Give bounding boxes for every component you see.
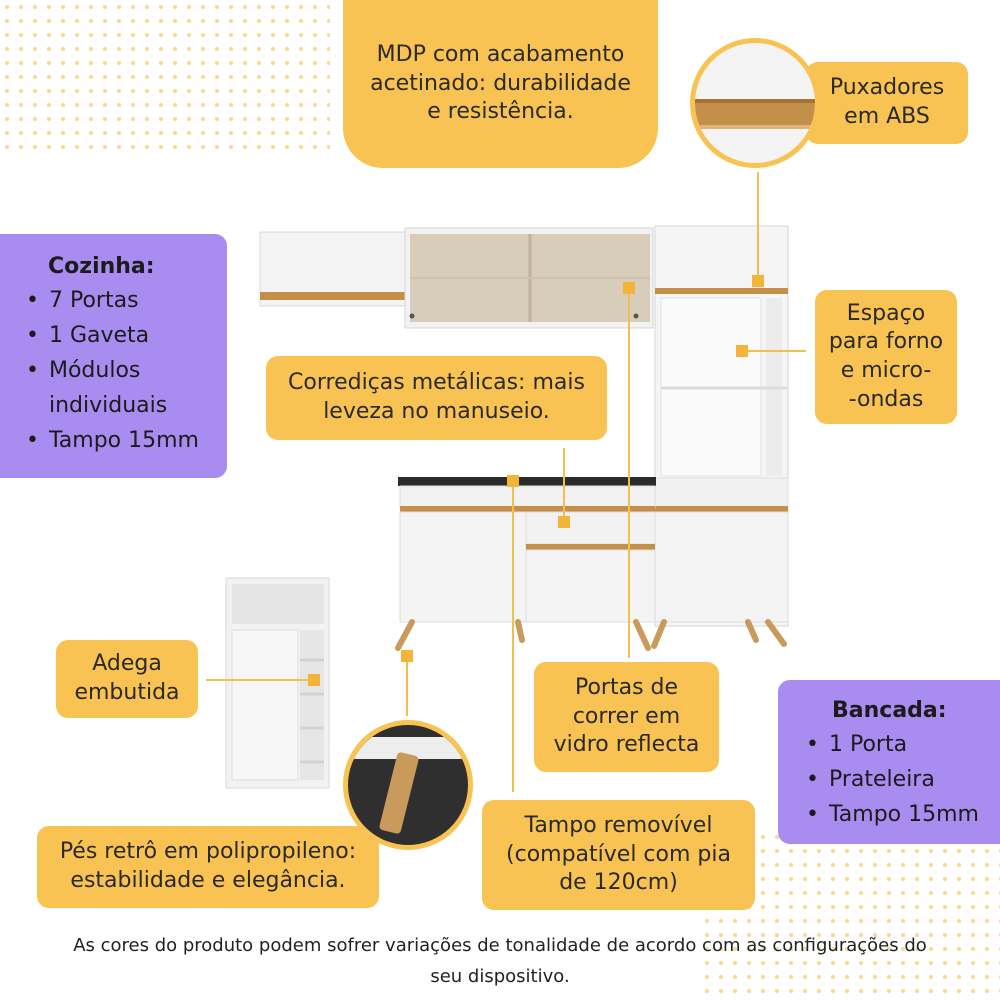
callout-pes-retro: Pés retrô em polipropileno: estabilidade… — [37, 826, 379, 908]
upper-cabinet-left — [259, 231, 406, 307]
marker-corredicas — [558, 516, 570, 528]
callout-adega: Adega embutida — [56, 640, 198, 718]
marker-adega — [308, 674, 320, 686]
footer-note: As cores do produto podem sofrer variaçõ… — [73, 935, 927, 987]
connector-tampo — [512, 480, 514, 792]
spec-bancada-item: 1 Porta — [806, 727, 986, 762]
marker-pes — [401, 650, 413, 662]
spec-cozinha-title: Cozinha: — [48, 254, 155, 279]
leg-wood — [378, 751, 420, 835]
handle-strip — [695, 99, 815, 129]
spec-bancada: Bancada: 1 Porta Prateleira Tampo 15mm — [778, 680, 1000, 844]
spec-bancada-title: Bancada: — [832, 698, 947, 723]
connector-corredicas — [563, 448, 565, 522]
spec-cozinha-item: 1 Gaveta — [26, 318, 209, 353]
spec-bancada-list: 1 Porta Prateleira Tampo 15mm — [806, 727, 986, 832]
connector-adega — [206, 679, 310, 681]
retro-legs — [395, 619, 787, 651]
spec-cozinha-item: 7 Portas — [26, 283, 209, 318]
spec-cozinha-item: Tampo 15mm — [26, 423, 209, 458]
zoom-circle-leg — [343, 720, 473, 850]
callout-mdp: MDP com acabamento acetinado: durabilida… — [343, 0, 658, 168]
marker-espaco — [736, 345, 748, 357]
connector-portas — [628, 290, 630, 658]
connector-pes — [406, 656, 408, 716]
dot-pattern-top-left — [0, 0, 330, 150]
callout-espaco-forno: Espaço para forno e micro- -ondas — [815, 290, 957, 424]
spec-bancada-item: Prateleira — [806, 762, 986, 797]
marker-puxadores — [752, 275, 764, 287]
glass-sliding-cabinet — [404, 227, 654, 329]
spec-cozinha-item: Módulos individuais — [26, 353, 209, 423]
spec-bancada-item: Tampo 15mm — [806, 797, 986, 832]
marker-tampo — [507, 475, 519, 487]
zoom-circle-handle — [690, 38, 820, 168]
base-cabinet — [398, 477, 656, 623]
spec-cozinha: Cozinha: 7 Portas 1 Gaveta Módulos indiv… — [0, 234, 227, 478]
connector-puxadores — [757, 172, 759, 280]
callout-tampo-removivel: Tampo removível (compatível com pia de 1… — [482, 800, 755, 910]
marker-portas — [623, 282, 635, 294]
spec-cozinha-list: 7 Portas 1 Gaveta Módulos individuais Ta… — [26, 283, 209, 458]
callout-portas-correr: Portas de correr em vidro reflecta — [534, 662, 719, 772]
connector-espaco — [746, 350, 806, 352]
tall-oven-unit — [654, 225, 789, 627]
callout-puxadores: Puxadores em ABS — [806, 62, 968, 144]
callout-corredicas: Corrediças metálicas: mais leveza no man… — [266, 356, 607, 440]
leg-top — [348, 737, 468, 759]
